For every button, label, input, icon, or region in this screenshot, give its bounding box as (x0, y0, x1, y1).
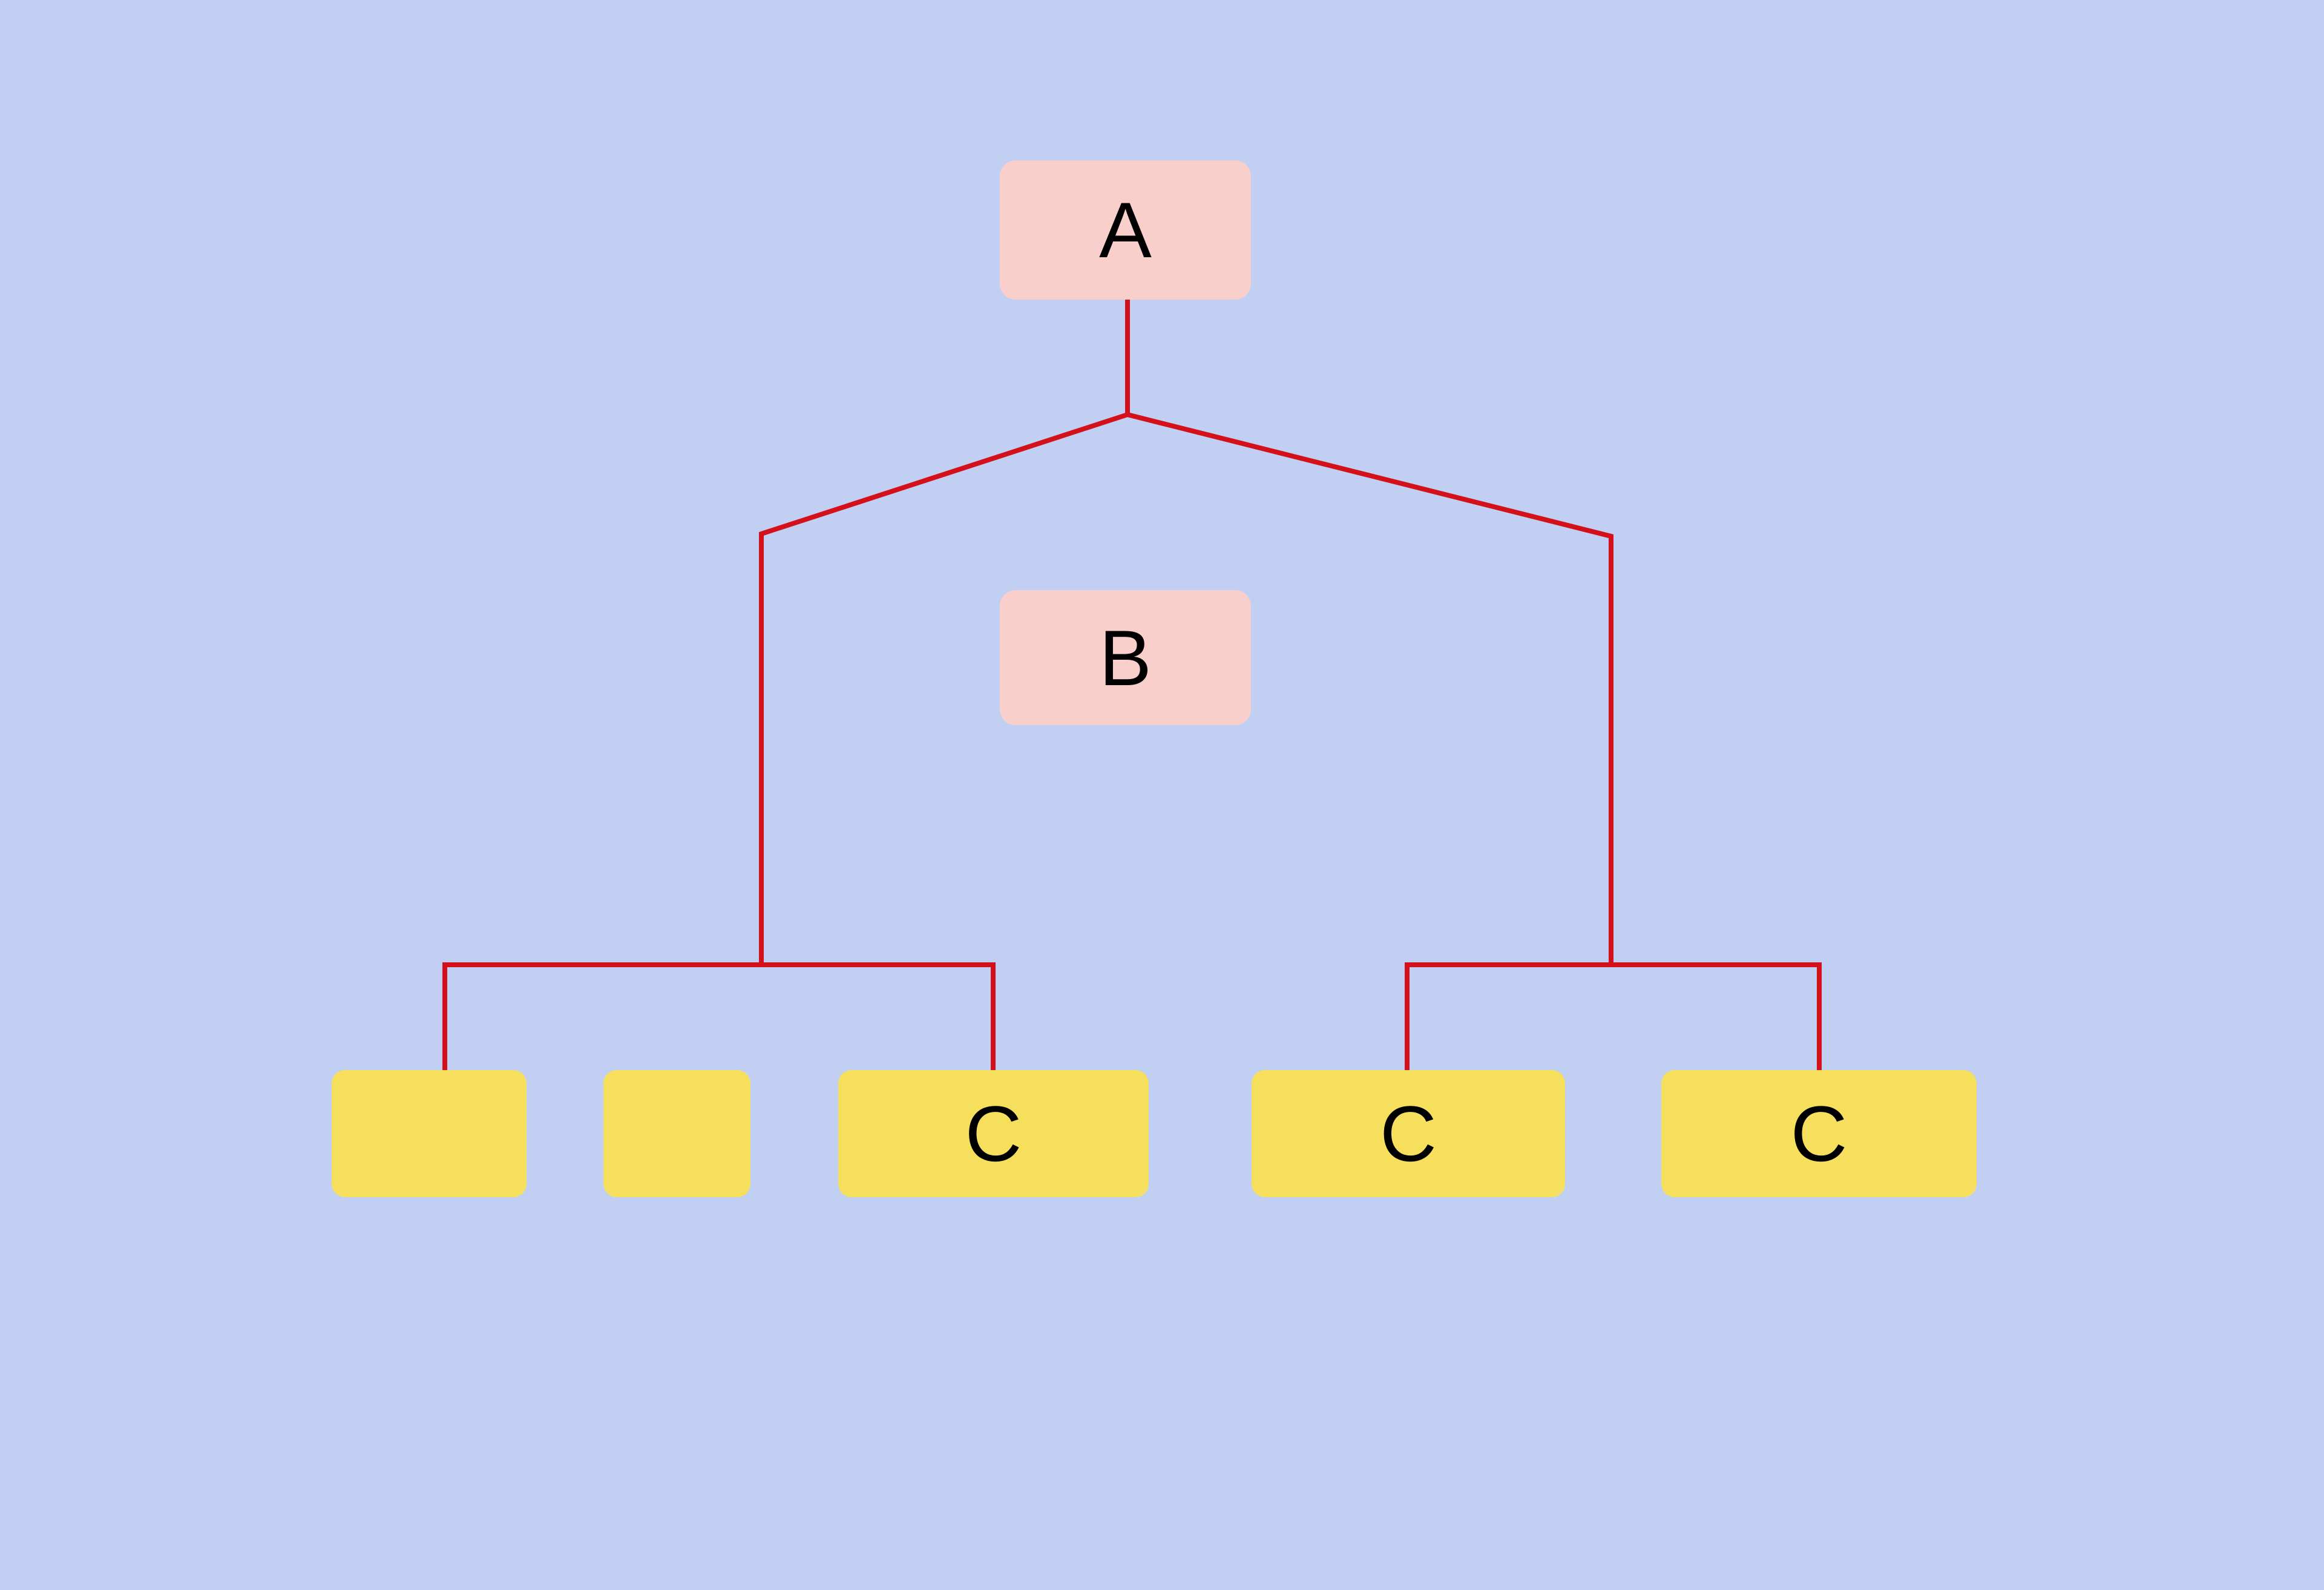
connector-right-branch (1127, 412, 1613, 965)
leaf-node-4-label: C (1380, 1089, 1437, 1178)
leaf-node-3: C (838, 1070, 1149, 1197)
node-a: A (1000, 160, 1251, 300)
connector-left-bus (442, 962, 996, 1070)
node-b-label: B (1099, 613, 1152, 702)
leaf-node-5-label: C (1790, 1089, 1848, 1178)
leaf-node-1 (332, 1070, 527, 1197)
connector-right-bus (1405, 962, 1822, 1070)
leaf-node-4: C (1252, 1070, 1565, 1197)
node-b: B (1000, 590, 1251, 725)
connector-left-branch (759, 412, 1129, 965)
node-a-label: A (1099, 186, 1152, 274)
leaf-node-3-label: C (965, 1089, 1022, 1178)
leaf-node-5: C (1661, 1070, 1977, 1197)
leaf-node-2 (603, 1070, 750, 1197)
